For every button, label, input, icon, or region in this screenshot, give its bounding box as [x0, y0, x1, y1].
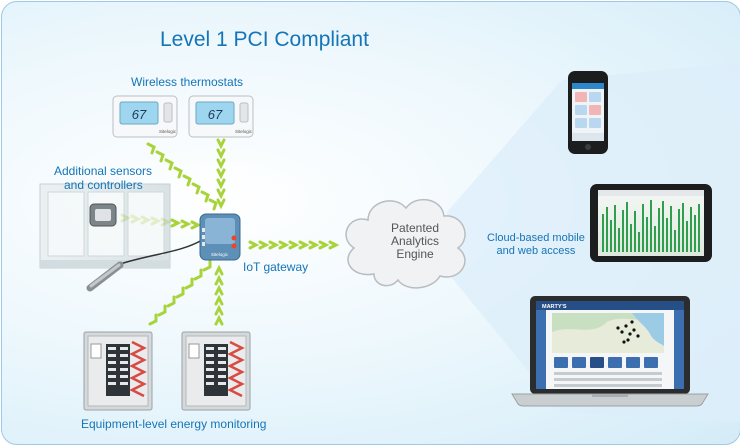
laptop-brand: MARTY'S: [542, 304, 567, 310]
thermostat-2-reading: 67: [208, 107, 223, 122]
energy-panel-2: [181, 331, 251, 411]
wireless-thermostats-label: Wireless thermostats: [131, 75, 244, 89]
arrow-thermostat-left: [146, 142, 218, 211]
equipment-monitoring-label: Equipment-level energy monitoring: [81, 417, 267, 431]
arrow-equipment-right: [214, 264, 224, 326]
laptop: MARTY'S: [511, 296, 709, 407]
sensor-controller: [89, 203, 117, 227]
engine-line-3: Engine: [396, 247, 434, 261]
sensors-label: Additional sensors and controllers: [54, 164, 152, 192]
cloud-access-label-line-1: Cloud-based mobile: [487, 232, 585, 244]
laptop-table-rows: [554, 372, 662, 387]
energy-panel-1: [83, 331, 153, 411]
smartphone: [568, 71, 608, 154]
laptop-tiles: [554, 357, 658, 368]
analytics-cloud: [345, 198, 466, 289]
page-title: Level 1 PCI Compliant: [160, 28, 369, 51]
arrow-thermostat-right: [216, 138, 226, 210]
arrow-equipment-left: [148, 259, 212, 326]
iot-gateway-device: Sitelogic: [199, 213, 241, 261]
tablet: [590, 184, 712, 262]
gateway-brand: Sitelogic: [211, 252, 229, 257]
thermostat-1-reading: 67: [132, 107, 147, 122]
engine-line-1: Patented: [390, 221, 440, 235]
tablet-chart-bars: [602, 200, 700, 252]
thermostat-1: 67 Sitelogic: [112, 95, 178, 138]
thermostat-2: 67 Sitelogic: [188, 95, 254, 138]
cloud-access-label-line-2: and web access: [496, 245, 576, 257]
thermostat-2-brand: Sitelogic: [235, 129, 253, 134]
engine-line-2: Analytics: [390, 234, 440, 248]
temperature-probe: [86, 239, 203, 292]
sensors-label-line-2: and controllers: [64, 178, 143, 192]
thermostat-1-brand: Sitelogic: [159, 129, 177, 134]
arrow-group: [120, 138, 340, 326]
sensors-label-line-1: Additional sensors: [54, 164, 153, 178]
analytics-engine-label: Patented Analytics Engine: [370, 222, 460, 261]
cloud-access-label: Cloud-based mobile and web access: [487, 232, 585, 258]
arrow-gateway-cloud: [248, 240, 340, 250]
map-pins: [616, 320, 640, 344]
iot-gateway-label: IoT gateway: [243, 260, 309, 274]
